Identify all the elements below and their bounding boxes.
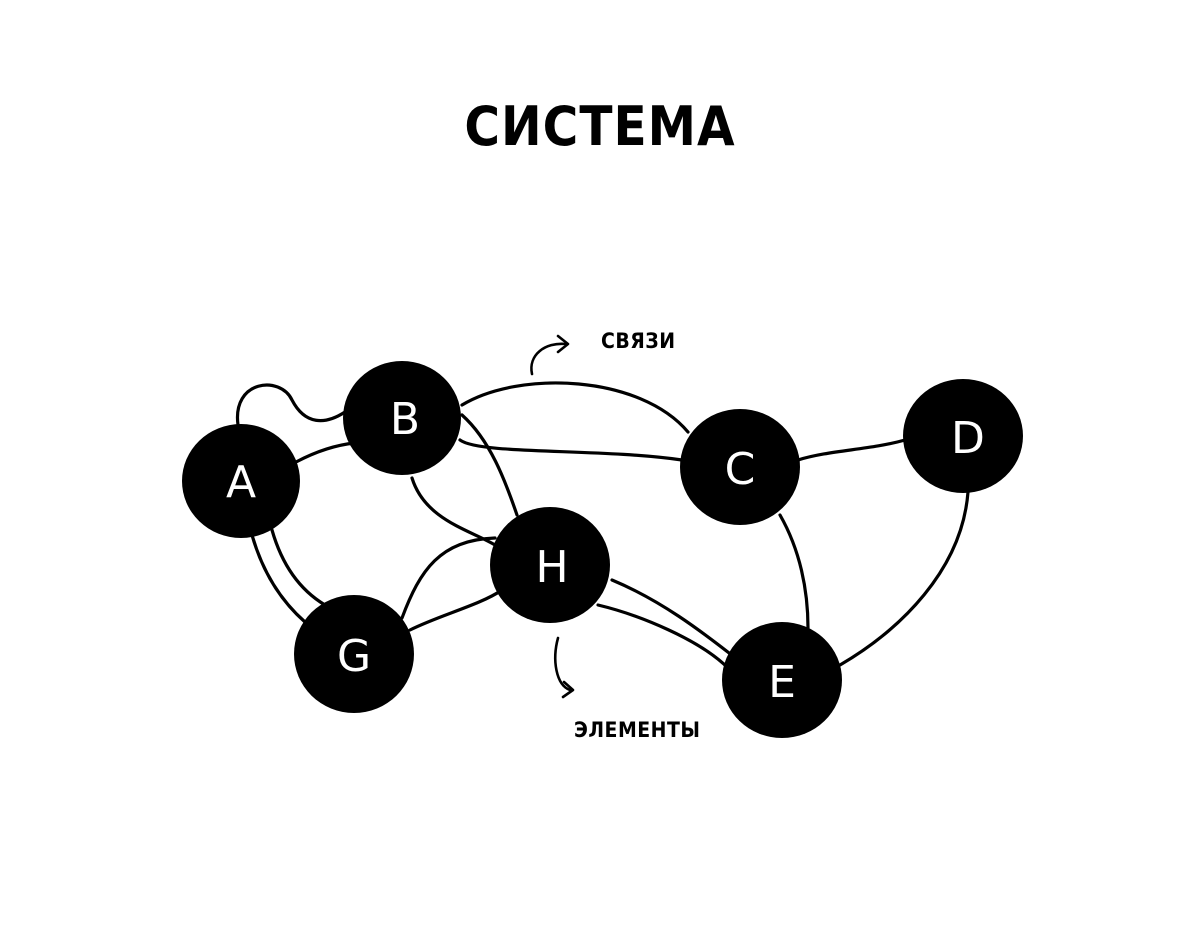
- edge-c-d: [796, 438, 907, 462]
- node-d-label: D: [951, 413, 985, 464]
- node-a-label: A: [226, 457, 256, 508]
- edge-a-g-outer: [250, 533, 307, 624]
- edge-b-c-lower: [458, 438, 684, 462]
- edge-g-h-lower: [408, 588, 504, 632]
- node-b: B: [343, 361, 461, 475]
- edge-b-c-top: [460, 381, 690, 434]
- node-h: H: [490, 507, 610, 623]
- node-e-label: E: [768, 657, 796, 708]
- node-a: A: [182, 424, 300, 538]
- edges-group: [235, 381, 970, 670]
- node-b-label: B: [390, 394, 420, 445]
- edge-b-h-right: [460, 413, 519, 517]
- edge-a-b-loop: [235, 383, 347, 427]
- edge-a-g-inner: [270, 528, 327, 607]
- links-annotation: СВЯЗИ: [530, 329, 676, 376]
- edge-h-e-lower: [596, 603, 730, 670]
- node-g-label: G: [337, 631, 371, 682]
- elements-label: ЭЛЕМЕНТЫ: [574, 718, 700, 742]
- nodes-group: A B C D E G H: [182, 361, 1023, 738]
- node-d: D: [903, 379, 1023, 493]
- edge-h-e-upper: [610, 578, 740, 662]
- node-g: G: [294, 595, 414, 713]
- elements-annotation: ЭЛЕМЕНТЫ: [554, 636, 700, 742]
- node-c: C: [680, 409, 800, 525]
- links-arrow-icon: [530, 342, 568, 376]
- edge-b-h-left: [410, 476, 497, 547]
- edge-c-e: [778, 513, 810, 630]
- node-h-label: H: [535, 542, 568, 593]
- node-e: E: [722, 622, 842, 738]
- elements-arrowhead-icon: [561, 680, 575, 699]
- diagram-title: СИСТЕМА: [464, 95, 735, 158]
- edge-d-e: [838, 490, 970, 667]
- links-arrowhead-icon: [556, 334, 570, 354]
- node-c-label: C: [725, 444, 756, 495]
- edge-g-h-upper: [400, 536, 497, 620]
- edge-a-b: [294, 441, 357, 464]
- elements-arrow-icon: [554, 636, 572, 692]
- links-label: СВЯЗИ: [601, 329, 676, 353]
